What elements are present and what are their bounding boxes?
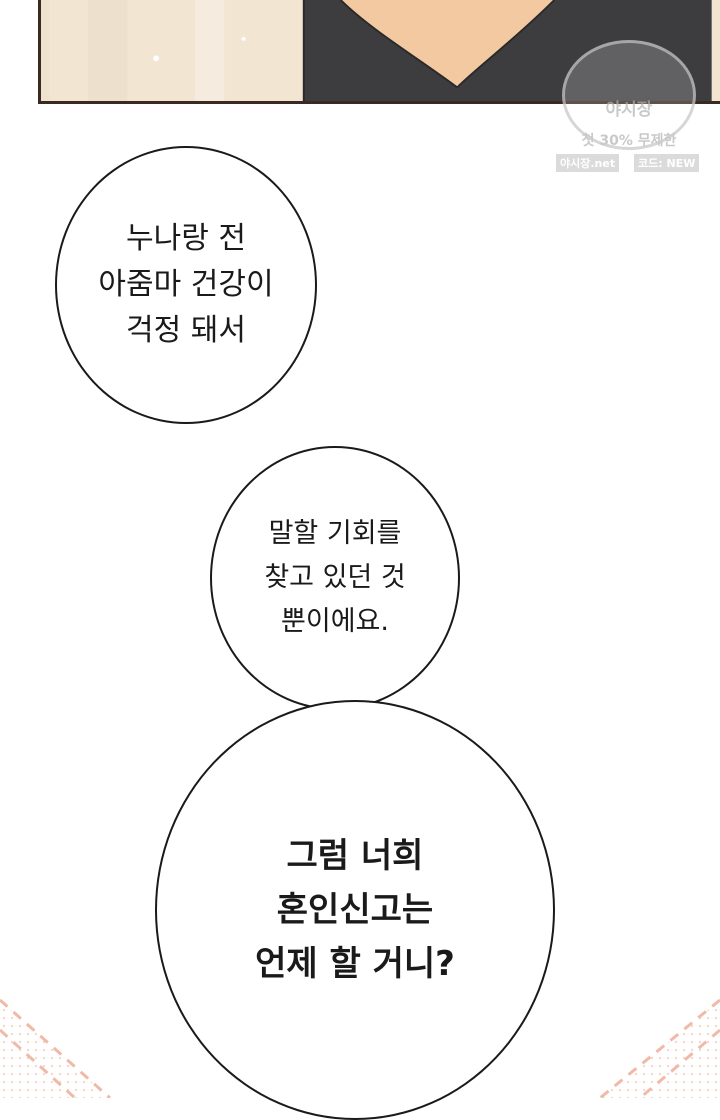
top-panel (38, 0, 720, 104)
watermark-site: 야시장.net (556, 154, 620, 172)
watermark-name: 야시장 (605, 100, 653, 120)
speech-bubble-text: 누나랑 전 아줌마 건강이 걱정 돼서 (98, 221, 274, 348)
speech-bubble-1: 누나랑 전 아줌마 건강이 걱정 돼서 (55, 146, 317, 424)
speech-bubble-3: 그럼 너희 혼인신고는 언제 할 거니? (155, 700, 555, 1120)
watermark-code: 코드: NEW (634, 154, 700, 172)
watermark-seal-icon (562, 40, 696, 150)
speech-bubble-text: 그럼 너희 혼인신고는 언제 할 거니? (255, 836, 455, 984)
speech-bubble-text: 말할 기회를 찾고 있던 것 뿐이에요. (264, 518, 406, 637)
watermark-promo: 첫 30% 무제한 (581, 133, 677, 149)
bottom-decoration (0, 998, 720, 1098)
speech-bubble-2: 말할 기회를 찾고 있던 것 뿐이에요. (210, 446, 460, 710)
watermark: 야시장 첫 30% 무제한 야시장.net 코드: NEW (554, 40, 704, 180)
